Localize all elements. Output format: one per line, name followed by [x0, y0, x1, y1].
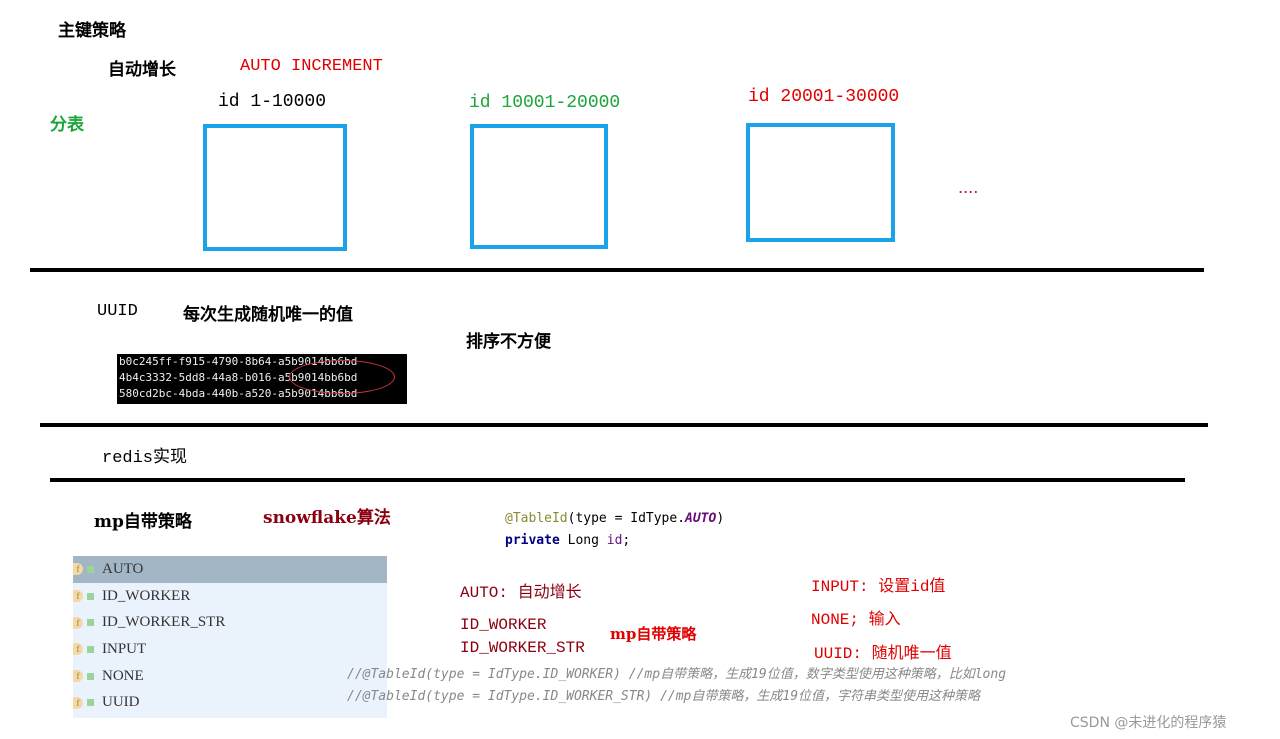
code-semicolon: ;: [622, 533, 631, 548]
watermark: CSDN @未进化的程序猿: [1070, 715, 1227, 731]
table-3-box: [746, 123, 895, 242]
shard-label: 分表: [50, 115, 84, 135]
table-1-box: [203, 124, 347, 251]
field-icon: f: [73, 670, 83, 683]
code-field: id: [606, 533, 623, 548]
uuid-sample: 580cd2bc-4bda-440b-a520-a5b9014bb6bd: [119, 387, 358, 400]
uuid-sample: b0c245ff-f915-4790-8b64-a5b9014bb6bd: [119, 355, 358, 368]
highlight-circle: [289, 360, 395, 394]
lock-icon: [87, 592, 94, 600]
enum-item-id-worker-str[interactable]: f ID_WORKER_STR: [73, 609, 387, 636]
note-mp: mp自带策略: [610, 625, 697, 643]
field-icon: f: [73, 643, 83, 656]
auto-label: 自动增长: [108, 60, 176, 80]
note-uuid: UUID: 随机唯一值: [814, 645, 952, 663]
uuid-label: UUID: [97, 302, 138, 321]
divider-3: [50, 478, 1185, 482]
lock-icon: [87, 565, 94, 573]
comment-1: //@TableId(type = IdType.ID_WORKER) //mp…: [347, 667, 1007, 682]
enum-label: ID_WORKER: [102, 587, 191, 604]
lock-icon: [87, 672, 94, 680]
page-title: 主键策略: [58, 21, 126, 41]
note-none: NONE; 输入: [811, 611, 901, 629]
enum-label: ID_WORKER_STR: [102, 614, 226, 631]
lock-icon: [87, 699, 94, 707]
note-worker: ID_WORKER: [460, 616, 547, 634]
field-icon: f: [73, 696, 83, 709]
enum-label: AUTO: [102, 560, 144, 577]
enum-item-input[interactable]: f INPUT: [73, 636, 387, 663]
field-icon: f: [73, 590, 83, 603]
field-icon: f: [73, 563, 83, 576]
enum-item-id-worker[interactable]: f ID_WORKER: [73, 583, 387, 610]
note-auto: AUTO: 自动增长: [460, 584, 582, 602]
enum-item-uuid[interactable]: f UUID: [73, 689, 387, 716]
auto-term: AUTO INCREMENT: [240, 57, 383, 76]
note-worker-str: ID_WORKER_STR: [460, 639, 585, 657]
enum-item-none[interactable]: f NONE: [73, 663, 387, 690]
code-enum: AUTO: [685, 511, 717, 526]
mp-label: mp自带策略: [94, 512, 192, 532]
field-icon: f: [73, 616, 83, 629]
code-close: ): [716, 511, 725, 526]
annotation: @TableId: [505, 511, 568, 526]
redis-label: redis实现: [102, 449, 188, 468]
comment-2: //@TableId(type = IdType.ID_WORKER_STR) …: [347, 689, 981, 704]
code-type: Long: [559, 533, 607, 548]
table-1-label: id 1-10000: [218, 92, 327, 112]
code-args: (type = IdType.: [567, 511, 686, 526]
enum-label: NONE: [102, 667, 144, 684]
uuid-desc: 每次生成随机唯一的值: [183, 305, 353, 325]
lock-icon: [87, 645, 94, 653]
table-3-label: id 20001-30000: [748, 87, 900, 107]
lock-icon: [87, 619, 94, 627]
enum-label: UUID: [102, 694, 140, 711]
code-line-2: private Long id;: [505, 533, 630, 548]
divider-2: [40, 423, 1208, 427]
code-keyword: private: [505, 533, 560, 548]
uuid-note: 排序不方便: [466, 332, 551, 352]
ellipsis: ....: [958, 178, 979, 197]
enum-label: INPUT: [102, 640, 147, 657]
code-line-1: @TableId(type = IdType.AUTO): [505, 511, 724, 526]
table-2-box: [470, 124, 608, 249]
note-input: INPUT: 设置id值: [811, 578, 946, 596]
algo-label: snowflake算法: [263, 508, 391, 528]
enum-item-auto[interactable]: f AUTO: [73, 556, 387, 583]
table-2-label: id 10001-20000: [469, 93, 621, 113]
divider-1: [30, 268, 1204, 272]
